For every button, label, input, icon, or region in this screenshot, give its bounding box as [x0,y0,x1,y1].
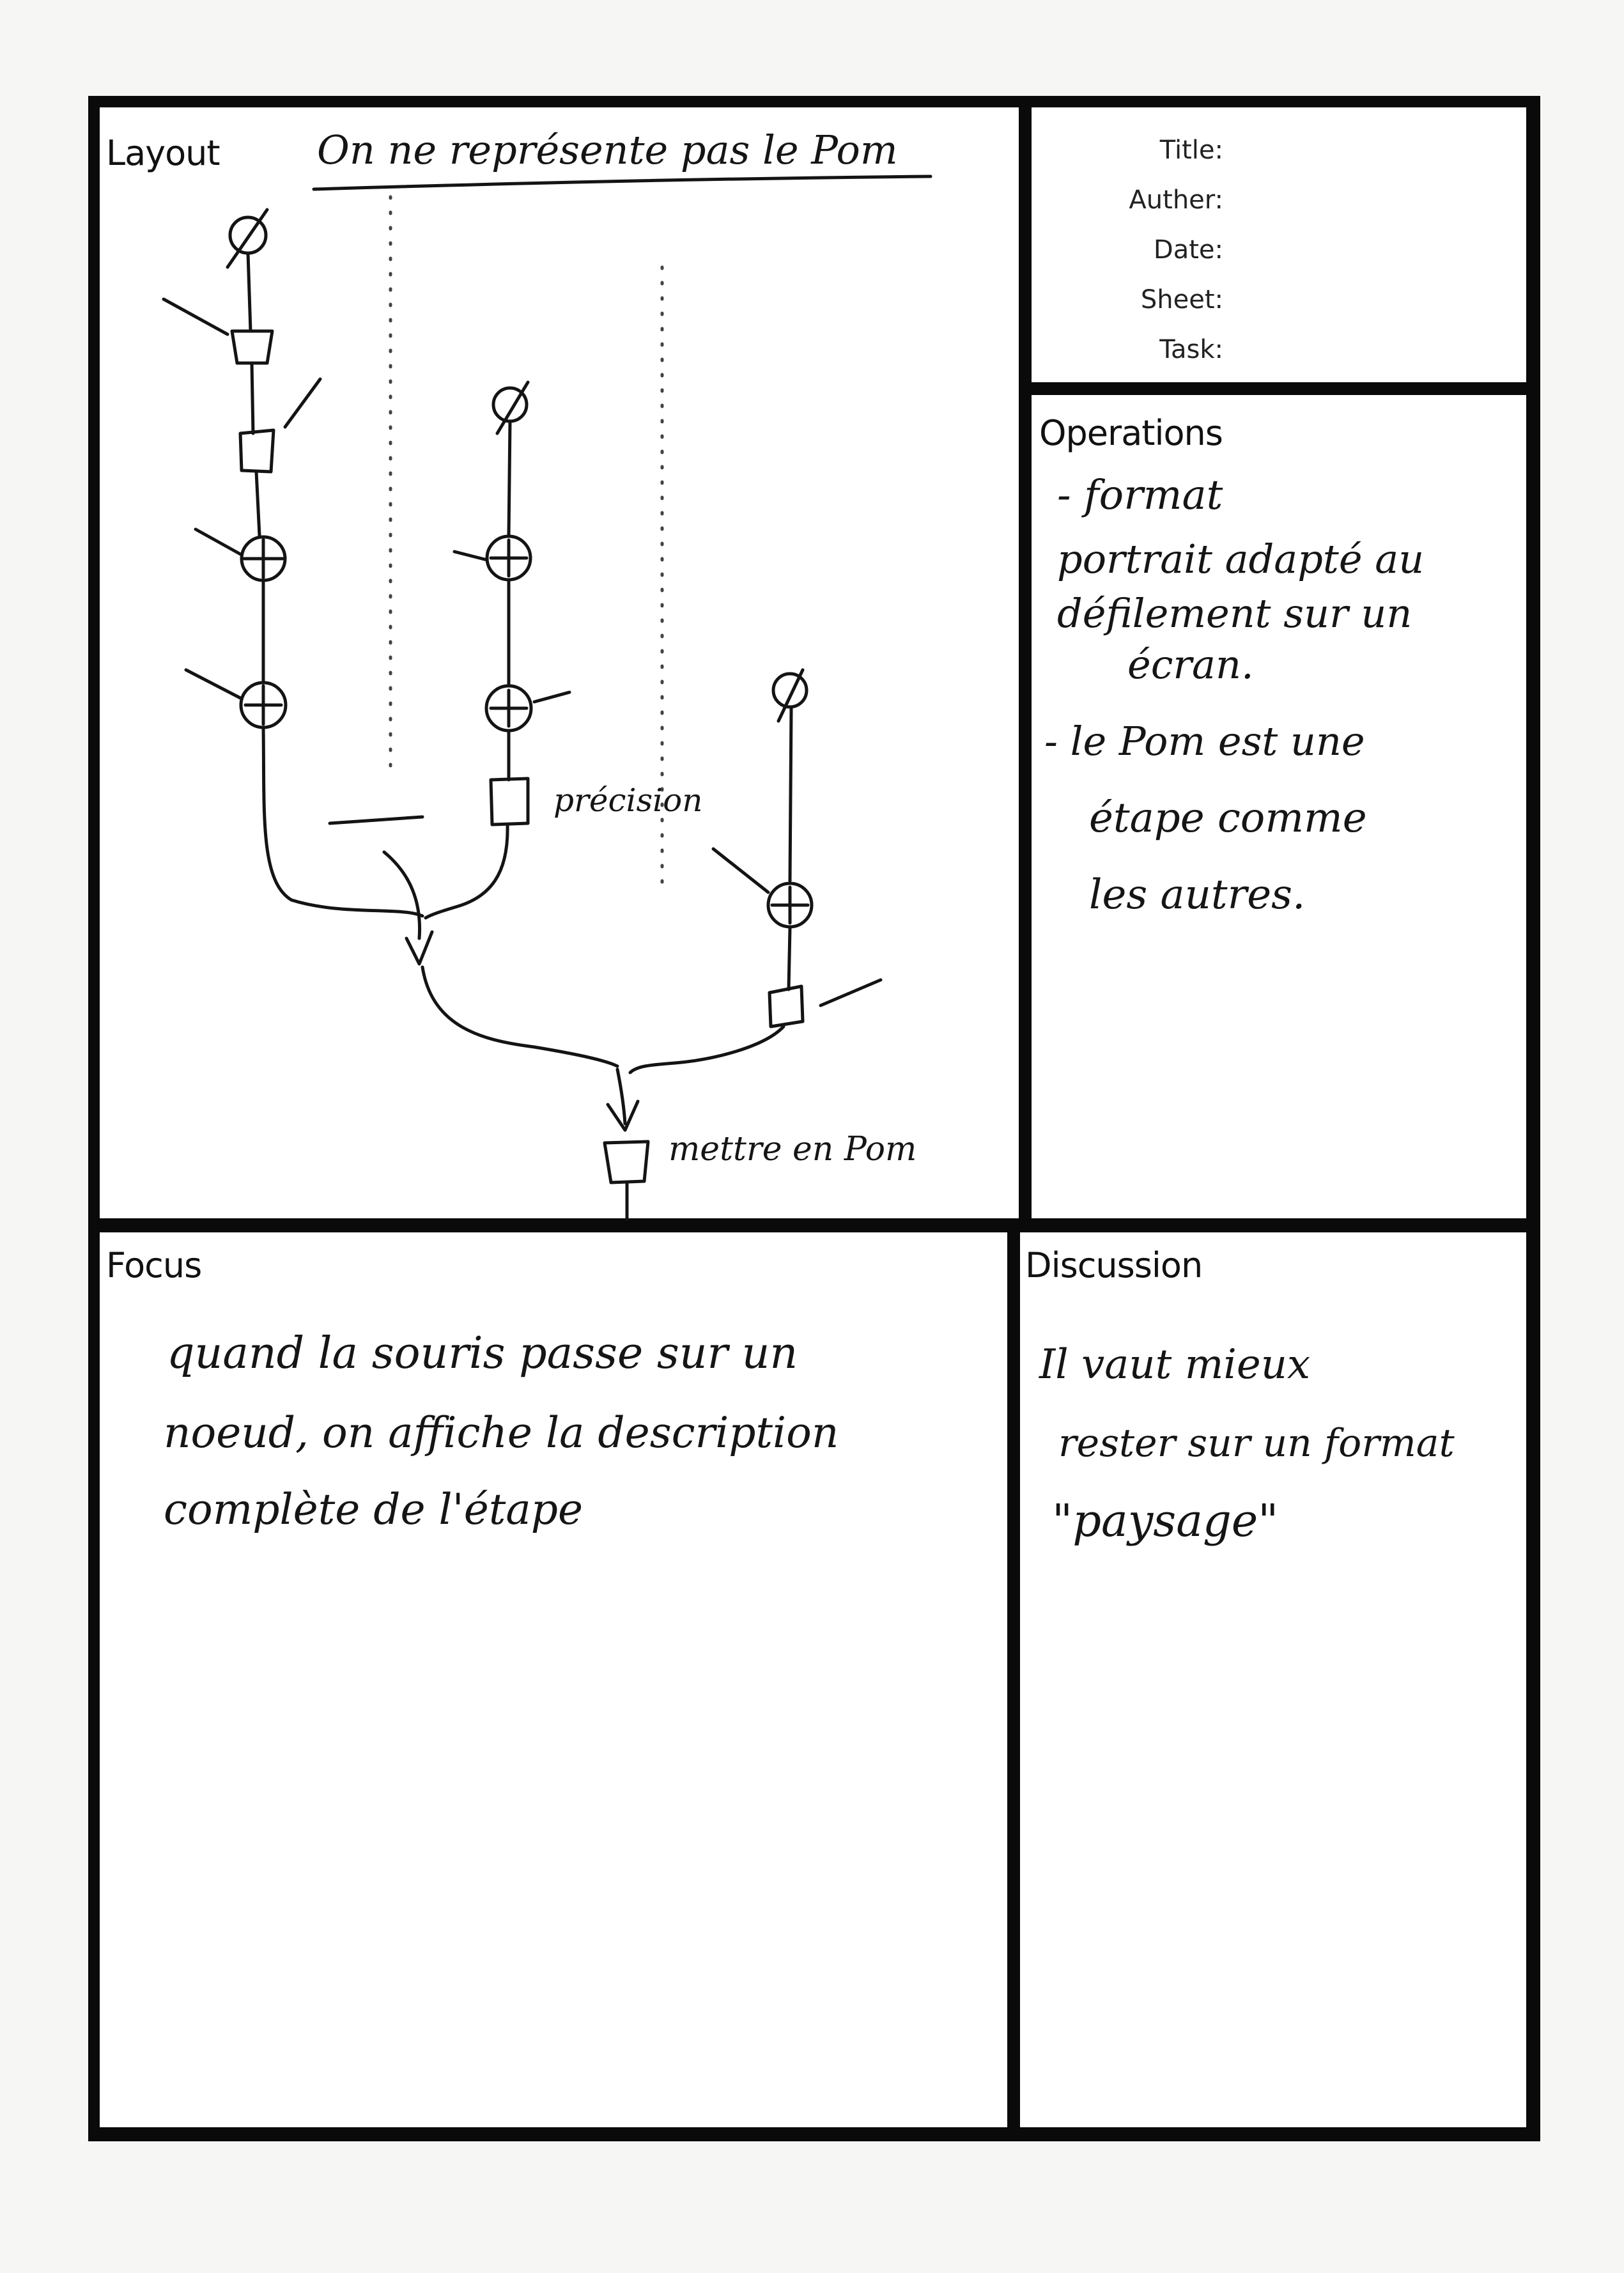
branch3-plus-node-tick [713,849,768,892]
branch2-precision-step [491,779,528,825]
divider-top-vertical [1019,107,1032,1226]
discussion-line-3: "paysage" [1052,1494,1278,1547]
discussion-line-1: Il vaut mieux [1039,1341,1310,1388]
branch2-plus-node-1-tick [454,552,487,560]
storyboard-sheet: Layout On ne représente pas le Pom [88,96,1540,2141]
branch1-step-2 [240,430,274,472]
branch3-start-node [773,674,807,707]
final-pom-step [605,1142,648,1183]
merge1-dash [330,817,422,823]
branch3-edge-2 [789,928,790,989]
meta-panel: Title: Auther: Date: Sheet: Task: [1032,107,1539,382]
merge1-to-final-edge [422,967,617,1066]
focus-label: Focus [106,1245,201,1285]
focus-line-1: quand la souris passe sur un [167,1328,798,1379]
branch1-edge-2 [252,363,253,433]
operations-panel: Operations - format portrait adapté au d… [1032,395,1526,1218]
branch3-plus-node-cross [772,887,808,923]
branch3-step [769,986,803,1027]
operations-line-3: défilement sur un [1057,590,1412,637]
date-label: Date: [1032,235,1223,265]
discussion-label: Discussion [1025,1245,1202,1285]
branch2-plus-node-1-cross [491,540,527,576]
merge1-curve [384,852,420,938]
branch3-step-tick [821,980,881,1005]
branch1-edge-3 [256,472,259,536]
operations-line-7: les autres. [1089,871,1305,919]
sheet-label: Sheet: [1032,285,1223,314]
branch1-plus-node-2-cross [245,686,281,724]
operations-line-4: écran. [1127,641,1254,688]
branch2-plus-node-2-tick [534,692,569,702]
layout-panel: Layout On ne représente pas le Pom [100,107,1019,1218]
focus-line-2: noeud, on affiche la description [164,1408,839,1457]
operations-label: Operations [1039,413,1223,453]
branch2-merge-edge [426,825,507,918]
author-label: Auther: [1032,185,1223,215]
task-label: Task: [1032,335,1223,364]
discussion-line-2: rester sur un format [1058,1421,1455,1466]
focus-line-3: complète de l'étape [164,1485,583,1534]
branch3-merge-edge [630,1027,784,1073]
title-label: Title: [1032,136,1223,165]
precision-annotation: précision [553,782,702,819]
branch1-plus-node-1-tick [196,529,242,555]
divider-bottom-vertical [1007,1226,1020,2140]
branch1-edge-1 [248,253,251,331]
operations-line-6: étape comme [1089,795,1367,842]
pipeline-diagram [100,107,1019,1218]
divider-meta-operations [1032,382,1539,395]
heading-underline [314,176,931,189]
branch1-plus-node-1-cross [244,539,282,578]
operations-line-5: - le Pom est une [1044,718,1365,764]
branch2-plus-node-2-cross [491,690,527,726]
operations-line-2: portrait adapté au [1057,536,1424,582]
discussion-panel: Discussion Il vaut mieux rester sur un f… [1020,1232,1526,2139]
final-merge-curve [617,1069,625,1124]
branch1-plus-node-2-tick [186,670,242,699]
branch1-step-1-tick [164,299,228,334]
focus-panel: Focus quand la souris passe sur un noeud… [100,1232,1007,2139]
branch1-step-1 [232,331,272,363]
branch2-edge-1 [509,422,510,536]
divider-middle-horizontal [100,1218,1526,1232]
operations-line-1: - format [1057,472,1223,519]
branch1-step-2-tick [285,379,320,427]
merge-annotation: mettre en Pom [669,1130,916,1168]
branch3-edge-1 [790,708,791,881]
